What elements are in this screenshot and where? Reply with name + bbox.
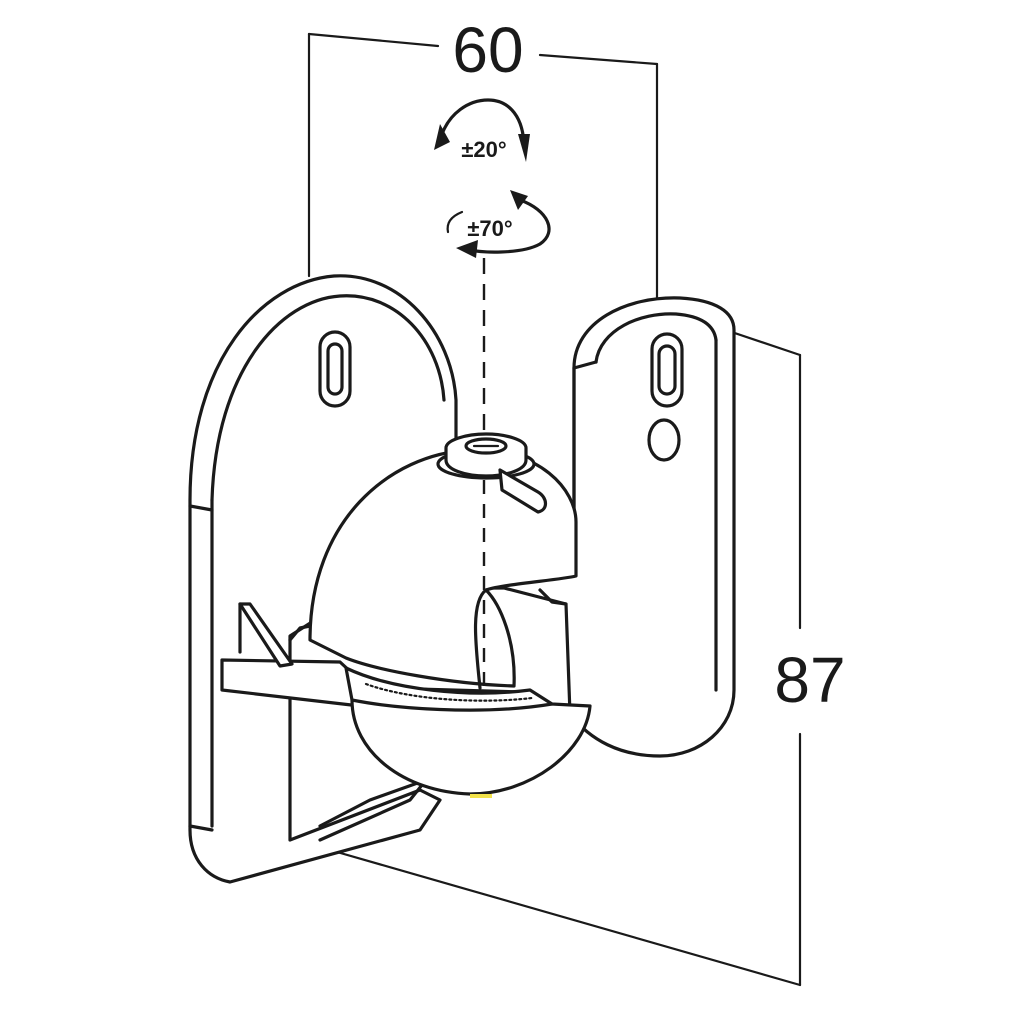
swivel-label: ±70°: [467, 216, 512, 241]
bracket-hole: [647, 418, 681, 462]
width-line-left: [307, 32, 440, 48]
retaining-pin: [498, 468, 548, 514]
ball-lower: [350, 686, 592, 796]
width-line-right: [538, 53, 659, 66]
latch-tab: [238, 602, 294, 668]
wall-plate-slot-inner: [326, 342, 344, 396]
bracket-arm-top-joint: [572, 360, 598, 370]
wall-plate-notch-top: [188, 504, 214, 512]
height-extension-bottom: [328, 848, 802, 987]
ball-dome-seam: [473, 588, 488, 690]
width-label: 60: [452, 14, 523, 86]
swivel-indicator: ±70°: [446, 190, 551, 258]
wall-plate-notch-bottom: [188, 824, 214, 832]
height-dimension: 87: [328, 316, 846, 987]
tilt-arrow-left-icon: [434, 124, 450, 150]
swivel-arrow-top-icon: [510, 190, 528, 210]
top-screw-head: [464, 437, 508, 455]
bracket-slot-inner: [657, 344, 677, 396]
swivel-arrow-bottom-icon: [456, 240, 478, 258]
ball-joint: [308, 432, 592, 798]
width-dimension: 60: [307, 14, 659, 302]
bracket-arm: [484, 296, 736, 758]
bracket-arm-edge: [594, 312, 718, 364]
wall-plate-edge: [210, 294, 446, 502]
tilt-indicator: ±20°: [434, 98, 530, 162]
swivel-arc-back: [446, 210, 464, 234]
tilt-arc: [438, 98, 526, 150]
speaker-bracket: [484, 296, 736, 758]
ball-dome: [308, 448, 578, 688]
bracket-arm-foot: [538, 588, 568, 606]
knurl-texture: [364, 682, 534, 702]
tilt-label: ±20°: [461, 137, 506, 162]
swivel-arc: [460, 198, 551, 254]
height-label: 87: [774, 644, 845, 716]
tilt-arrow-right-icon: [518, 134, 530, 162]
